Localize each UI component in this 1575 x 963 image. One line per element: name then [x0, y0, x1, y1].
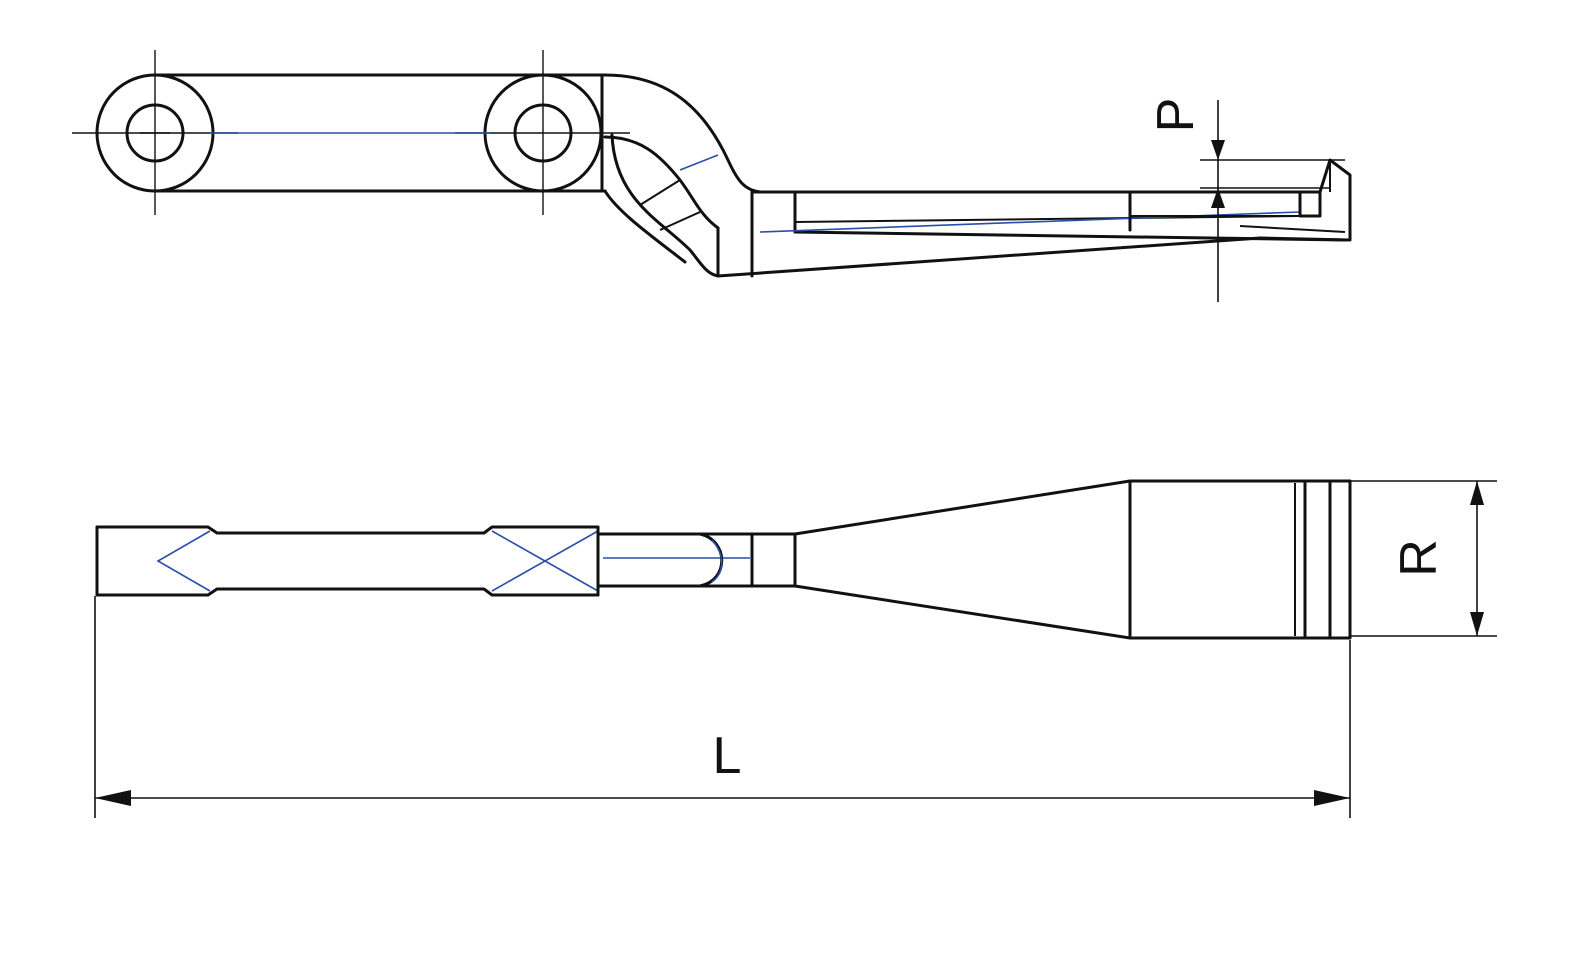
dimension-p: P [1147, 98, 1345, 302]
top-view: R [95, 479, 1497, 640]
dimension-l: L [94, 596, 1351, 818]
label-l: L [713, 727, 742, 785]
neck-section [596, 525, 797, 597]
link-bar [153, 73, 607, 193]
label-p: P [1147, 98, 1205, 133]
dimension-r: R [1350, 480, 1497, 637]
blade-arm [716, 158, 1352, 278]
s-neck [600, 73, 762, 278]
label-r: R [1390, 539, 1448, 577]
handle-shaft [95, 525, 600, 597]
side-view: P [72, 50, 1352, 302]
tapered-blade [793, 479, 1352, 640]
